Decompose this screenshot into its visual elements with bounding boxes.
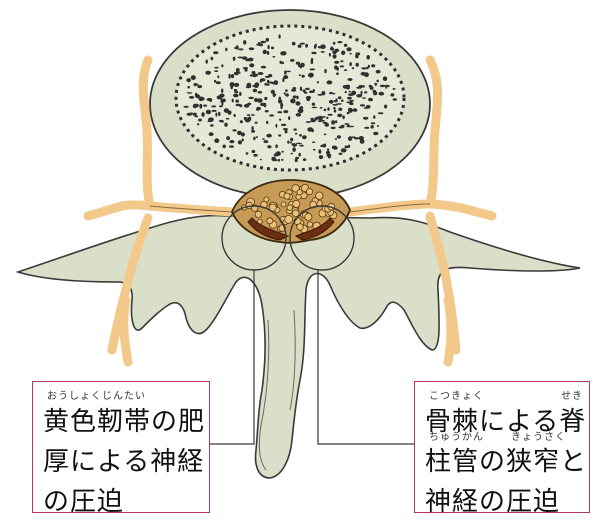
highlight-circle-right xyxy=(289,205,355,271)
label-right-line-3: 神経の圧迫 xyxy=(425,487,561,517)
label-right-line-1: 骨棘による脊 xyxy=(425,407,587,437)
vertebral-arch xyxy=(15,214,581,479)
nerve-root-left xyxy=(83,55,237,367)
label-right-ruby-a: こつきょく xyxy=(429,391,484,402)
label-right-ruby-d: きょうさく xyxy=(511,432,566,443)
label-left-line-3: の圧迫 xyxy=(43,487,125,517)
nerve-root-right xyxy=(345,55,497,367)
leader-line-right xyxy=(317,270,414,445)
label-left-line-2: 厚による神経 xyxy=(43,447,205,477)
label-right-ruby-b: せき xyxy=(561,391,583,402)
cancellous-bone xyxy=(174,24,406,172)
cancellous-bone-texture xyxy=(183,34,397,163)
spinous-process-shading xyxy=(258,309,296,471)
label-left-line-1: 黄色靭帯の肥 xyxy=(43,407,206,437)
label-left-ruby: おうしょくじんたい xyxy=(47,391,146,402)
nerve-root-outline xyxy=(149,203,431,213)
label-ligamentum-flavum: おうしょくじんたい 黄色靭帯の肥 厚による神経 の圧迫 xyxy=(32,381,210,517)
ligamentum-flavum xyxy=(247,217,335,241)
leader-line-left xyxy=(210,270,255,445)
label-osteophyte-stenosis: こつきょく せき ちゅうかん きょうさく 骨棘による脊 柱管の狭窄と 神経の圧迫 xyxy=(414,381,590,517)
label-right-ruby-c: ちゅうかん xyxy=(429,432,484,443)
label-right-line-2: 柱管の狭窄と xyxy=(425,447,588,477)
